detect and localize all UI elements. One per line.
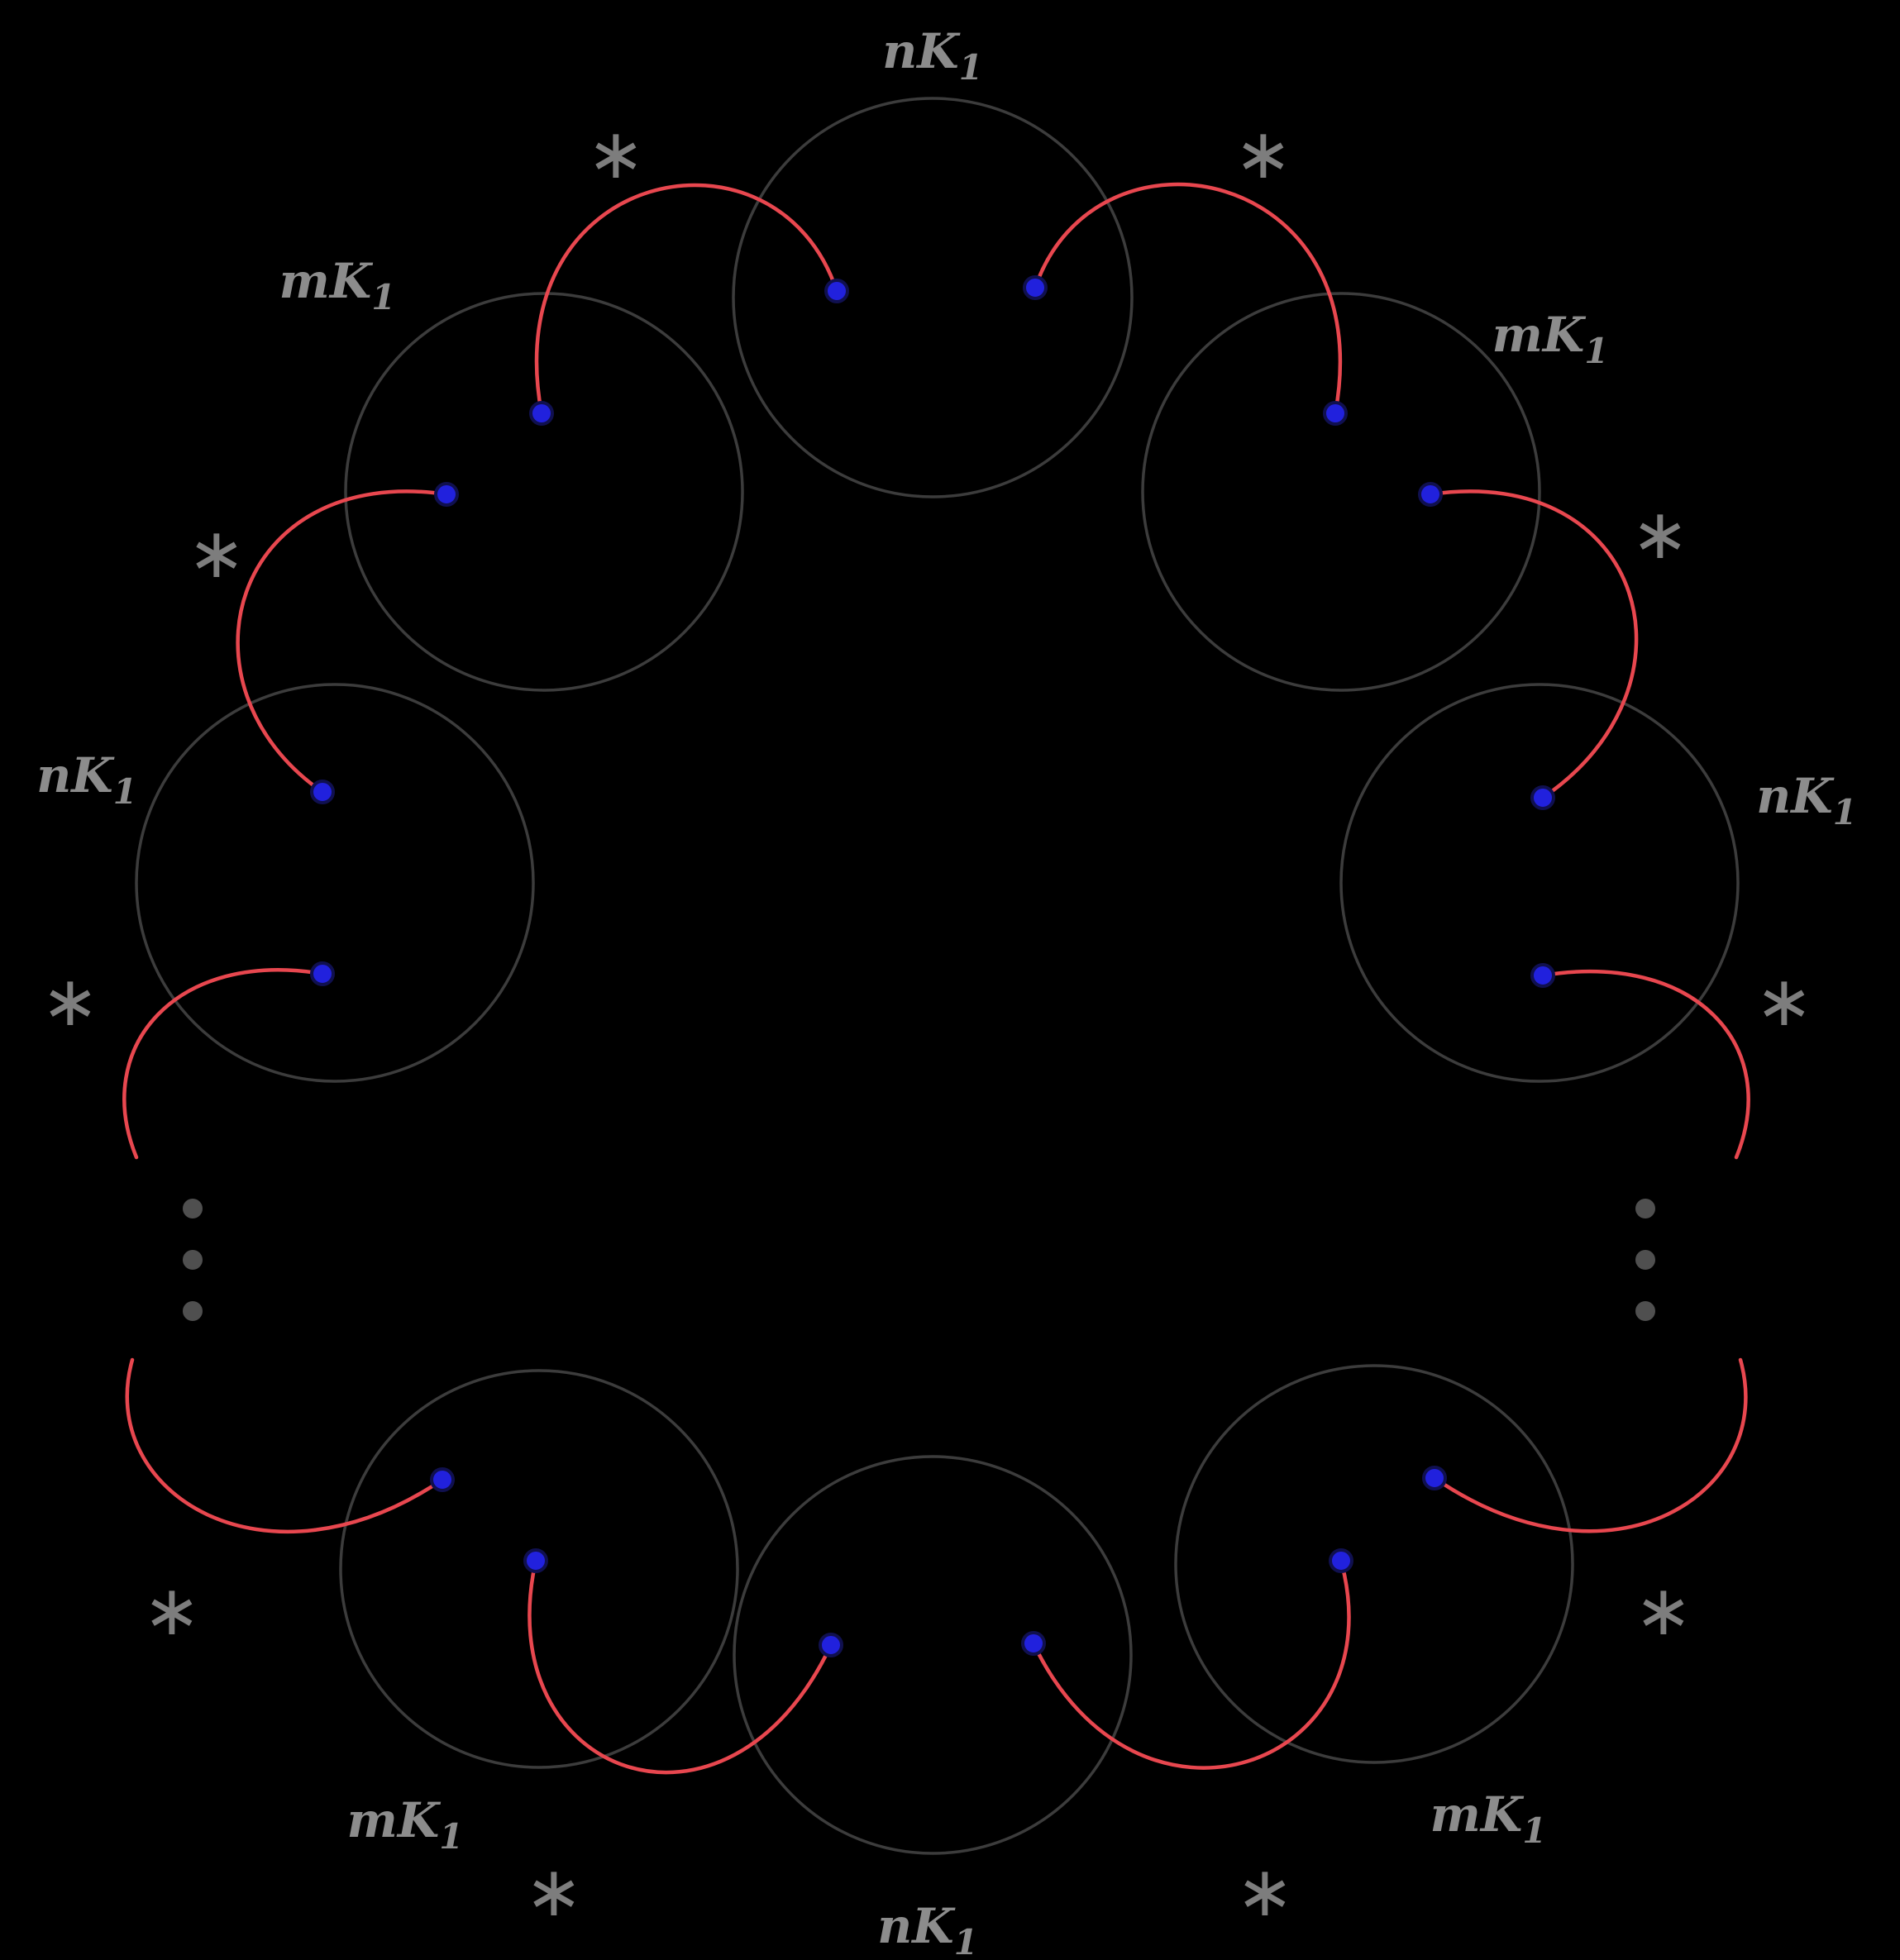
vertex-middle-right-a bbox=[1530, 785, 1555, 810]
cluster-label-middle-right: nK1 bbox=[1756, 768, 1857, 832]
left-ellipsis-dot bbox=[183, 1301, 203, 1321]
edge-top-to-upper-left bbox=[534, 183, 839, 416]
vertex-upper-right-b bbox=[1418, 482, 1443, 507]
vertex-middle-left-a bbox=[310, 780, 335, 804]
asterisk-label: ∗ bbox=[1755, 961, 1813, 1042]
asterisk-label: ∗ bbox=[587, 113, 645, 194]
cluster-label-lower-right: mK1 bbox=[1430, 1786, 1546, 1851]
cluster-label-top: nK1 bbox=[882, 23, 983, 88]
cluster-label-upper-left: mK1 bbox=[279, 253, 395, 317]
cluster-circle-bottom bbox=[733, 1455, 1133, 1855]
edge-bottom-to-lower-right bbox=[1031, 1558, 1351, 1770]
edge-middle-right-open bbox=[1540, 970, 1750, 1160]
cluster-circle-top bbox=[732, 97, 1134, 498]
asterisk-label: ∗ bbox=[143, 1570, 201, 1651]
left-ellipsis-dot bbox=[183, 1250, 203, 1270]
vertex-middle-left-b bbox=[310, 961, 335, 986]
right-ellipsis-dot bbox=[1635, 1199, 1655, 1218]
vertex-lower-left-a bbox=[430, 1467, 455, 1492]
edge-lower-left-to-bottom bbox=[528, 1558, 833, 1775]
left-ellipsis-dot bbox=[183, 1199, 203, 1218]
cluster-label-lower-left: mK1 bbox=[346, 1792, 463, 1857]
vertex-bottom-right bbox=[1021, 1631, 1046, 1656]
asterisk-label: ∗ bbox=[1631, 494, 1689, 575]
cluster-circle-lower-right bbox=[1174, 1364, 1574, 1764]
asterisk-label: ∗ bbox=[188, 513, 246, 594]
cluster-circle-middle-left bbox=[135, 683, 535, 1083]
cluster-circle-upper-right bbox=[1141, 292, 1541, 692]
vertex-top-left bbox=[824, 279, 849, 303]
edge-open-to-lower-left bbox=[125, 1357, 445, 1534]
asterisk-label: ∗ bbox=[1234, 113, 1292, 194]
edge-top-to-upper-right bbox=[1033, 182, 1343, 416]
cluster-label-middle-left: nK1 bbox=[36, 747, 137, 812]
cluster-circle-upper-left bbox=[344, 292, 744, 692]
edge-open-to-lower-right bbox=[1432, 1357, 1748, 1533]
vertex-upper-left-b bbox=[434, 482, 459, 507]
vertex-bottom-left bbox=[819, 1633, 843, 1657]
right-ellipsis-dot bbox=[1635, 1250, 1655, 1270]
edge-upper-right-to-middle-right bbox=[1428, 489, 1639, 800]
asterisk-label: ∗ bbox=[1635, 1570, 1692, 1651]
cluster-circle-middle-right bbox=[1339, 683, 1740, 1083]
vertex-middle-right-b bbox=[1530, 963, 1555, 988]
vertex-lower-left-b bbox=[523, 1548, 548, 1573]
right-ellipsis-dot bbox=[1635, 1301, 1655, 1321]
asterisk-label: ∗ bbox=[525, 1851, 583, 1932]
edge-middle-left-open bbox=[122, 968, 325, 1160]
vertex-lower-right-b bbox=[1329, 1548, 1353, 1573]
cluster-label-upper-right: mK1 bbox=[1492, 307, 1608, 371]
cluster-label-bottom: nK1 bbox=[877, 1898, 978, 1960]
vertex-top-right bbox=[1023, 275, 1048, 300]
edge-upper-left-to-middle-left bbox=[236, 489, 449, 794]
vertex-upper-right-a bbox=[1323, 401, 1348, 426]
vertex-lower-right-a bbox=[1422, 1466, 1447, 1490]
asterisk-label: ∗ bbox=[1236, 1851, 1294, 1932]
cluster-circle-lower-left bbox=[339, 1369, 739, 1769]
vertex-upper-left-a bbox=[529, 401, 554, 426]
asterisk-label: ∗ bbox=[41, 961, 99, 1042]
